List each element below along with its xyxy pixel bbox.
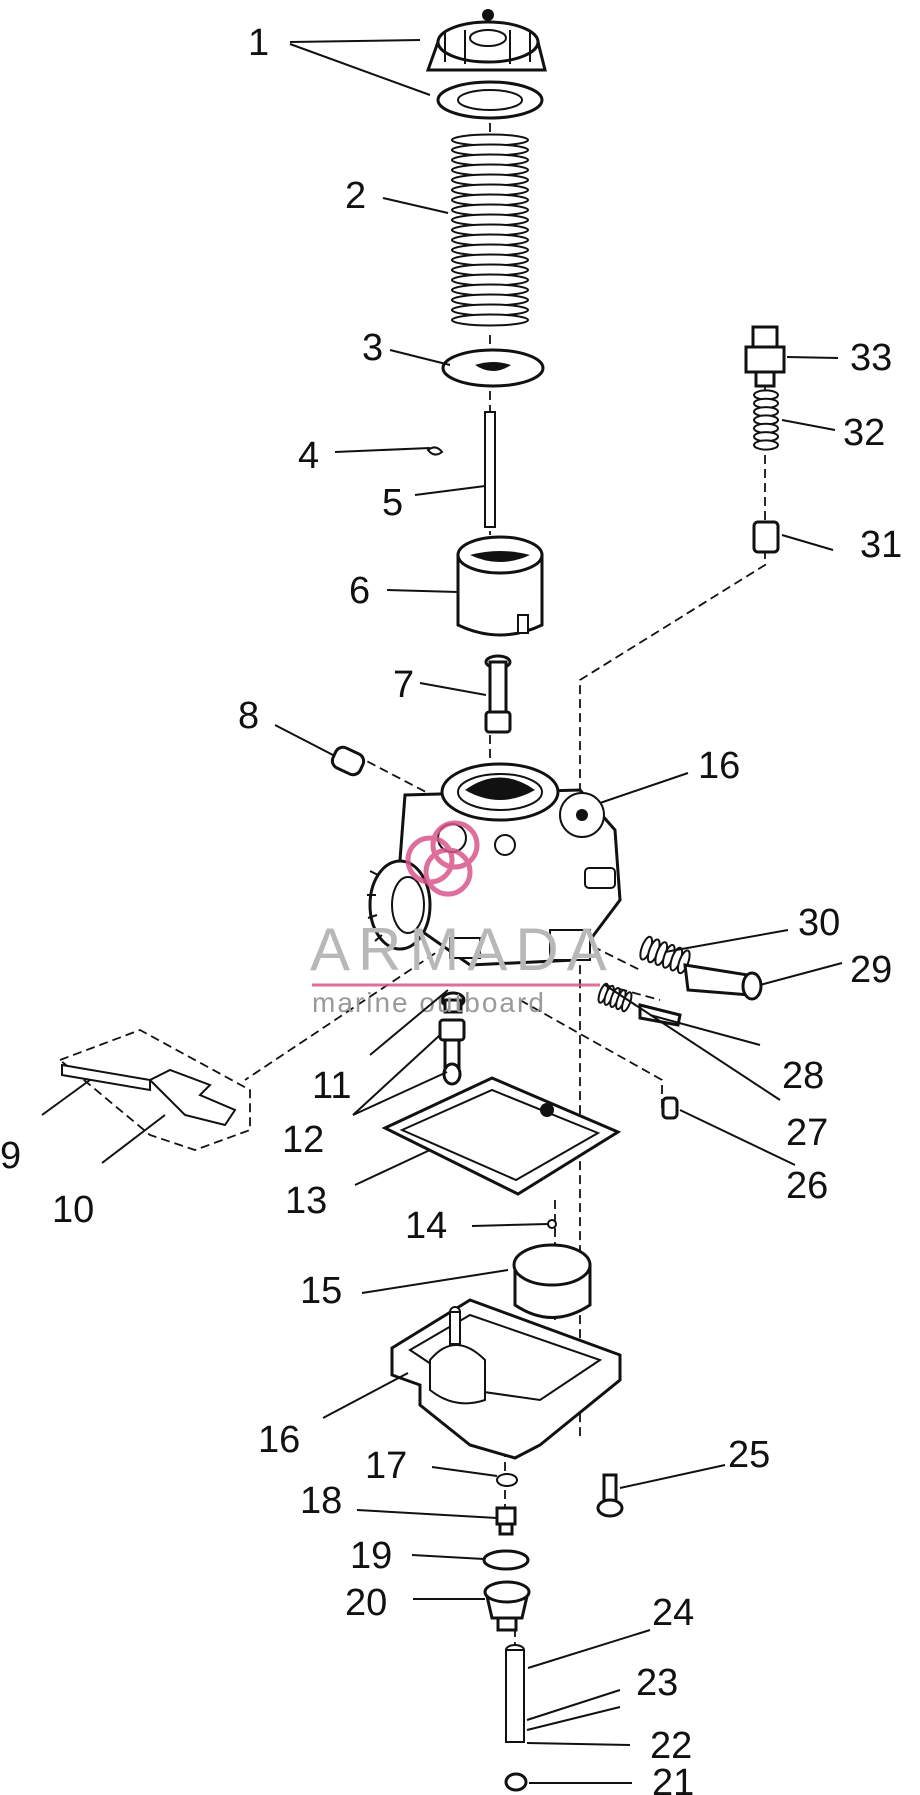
part-29-screw xyxy=(683,963,763,1001)
callout-1: 1 xyxy=(248,22,269,64)
callout-13: 13 xyxy=(285,1180,327,1222)
part-10-plate xyxy=(148,1068,237,1127)
part-31-nut xyxy=(752,520,780,554)
callout-21: 21 xyxy=(652,1762,694,1795)
callout-9: 9 xyxy=(0,1135,21,1177)
callout-5: 5 xyxy=(382,482,403,524)
part-15-float xyxy=(512,1243,592,1319)
callout-22: 22 xyxy=(650,1725,692,1767)
callout-11: 11 xyxy=(312,1065,351,1107)
part-17-washer xyxy=(496,1473,518,1487)
logo-ring xyxy=(430,820,480,870)
part-30-spring xyxy=(639,935,691,975)
part-32-spring xyxy=(753,389,779,451)
part-1-cap xyxy=(425,9,547,120)
callout-7: 7 xyxy=(393,664,414,706)
part-8-plug xyxy=(330,745,366,777)
callout-2: 2 xyxy=(345,175,366,217)
spring-coil xyxy=(753,439,779,451)
part-19-o-ring xyxy=(482,1549,530,1571)
part-5-needle xyxy=(484,411,496,528)
callout-4: 4 xyxy=(298,435,319,477)
callout-6: 6 xyxy=(349,570,370,612)
part-2-spring xyxy=(451,133,529,327)
part-25-screw xyxy=(596,1473,624,1518)
callout-8: 8 xyxy=(238,695,259,737)
callout-17: 17 xyxy=(365,1445,407,1487)
callout-32: 32 xyxy=(843,412,885,454)
callout-leaders xyxy=(41,39,843,1784)
callout-33: 33 xyxy=(850,337,892,379)
watermark-tagline: marine outboard xyxy=(312,987,546,1018)
callout-24: 24 xyxy=(652,1592,694,1634)
callout-23: 23 xyxy=(636,1662,678,1704)
callout-10: 10 xyxy=(52,1189,94,1231)
callout-labels: 1 2 3 4 5 6 7 8 9 10 11 12 13 14 15 16 1… xyxy=(0,22,902,1795)
callout-16-body: 16 xyxy=(698,745,740,787)
part-9-bracket xyxy=(58,1029,251,1151)
callout-28: 28 xyxy=(782,1055,824,1097)
spring-coil xyxy=(451,313,529,327)
part-24-tube xyxy=(505,1644,525,1743)
part-3-retainer xyxy=(441,348,545,388)
logo-ring xyxy=(423,847,473,897)
callout-30: 30 xyxy=(798,902,840,944)
part-27-spring xyxy=(597,982,633,1013)
part-18-jet xyxy=(495,1506,517,1536)
part-21-plug xyxy=(504,1772,528,1792)
callout-12: 12 xyxy=(282,1119,324,1161)
part-20-drain-plug xyxy=(483,1580,531,1632)
spring-coil xyxy=(621,991,633,1013)
callout-16-bowl: 16 xyxy=(258,1419,300,1461)
watermark-brand: ARMADA xyxy=(310,916,615,983)
spring-coil xyxy=(676,949,691,975)
part-4-clip xyxy=(426,446,444,456)
watermark-logo xyxy=(312,820,600,987)
callout-26: 26 xyxy=(786,1165,828,1207)
callout-3: 3 xyxy=(362,327,383,369)
callout-25: 25 xyxy=(728,1434,770,1476)
callout-31: 31 xyxy=(860,524,902,566)
part-6-slide xyxy=(456,535,544,637)
part-14-pin xyxy=(547,1219,557,1229)
callout-15: 15 xyxy=(300,1270,342,1312)
part-13-gasket xyxy=(381,1076,622,1196)
part-16-float-bowl xyxy=(390,1298,622,1460)
part-11-jet xyxy=(440,991,466,1014)
part-26-jet xyxy=(661,1096,679,1120)
watermark: ARMADA marine outboard xyxy=(310,820,615,1018)
callout-19: 19 xyxy=(350,1535,392,1577)
callout-14: 14 xyxy=(405,1205,447,1247)
callout-27: 27 xyxy=(786,1112,828,1154)
callout-18: 18 xyxy=(300,1480,342,1522)
part-7-needle-jet xyxy=(484,654,512,734)
callout-29: 29 xyxy=(850,949,892,991)
callout-20: 20 xyxy=(345,1582,387,1624)
part-16-carburetor-body xyxy=(367,762,622,967)
part-33-fitting xyxy=(744,325,786,388)
